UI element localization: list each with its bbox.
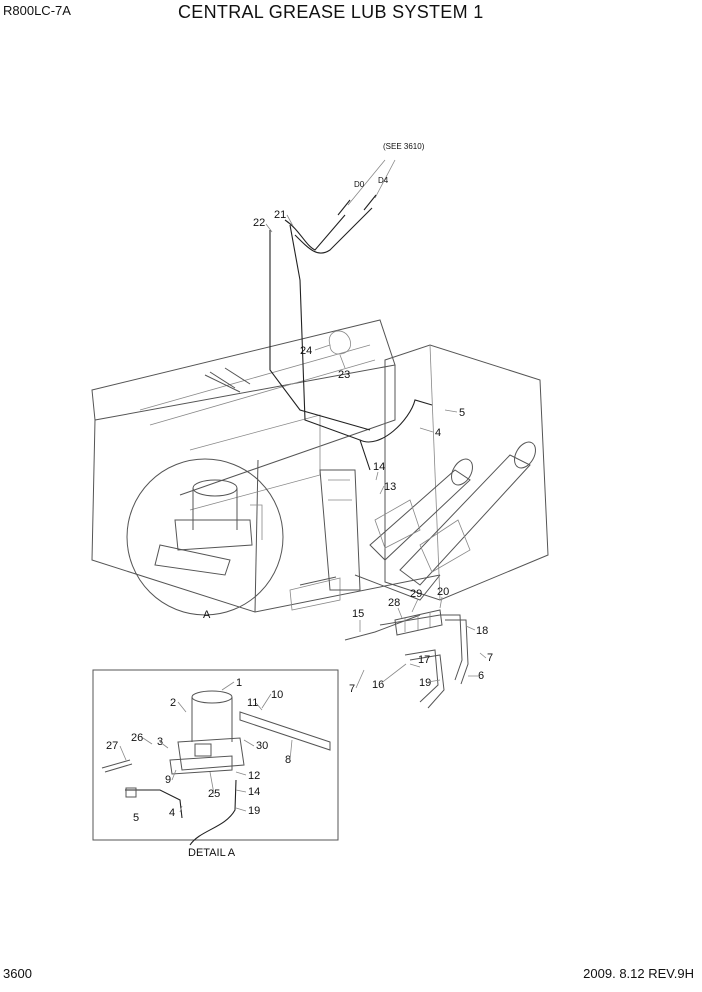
detail-callout-5: 5 bbox=[133, 812, 139, 824]
detail-callouts: 1 2 10 11 26 3 27 30 8 9 12 25 14 5 4 19 bbox=[106, 677, 293, 824]
detail-callout-25: 25 bbox=[208, 788, 220, 800]
detail-callout-10: 10 bbox=[271, 689, 283, 701]
callout-7-right: 7 bbox=[487, 652, 493, 664]
detail-callout-9: 9 bbox=[165, 774, 171, 786]
see-reference: (SEE 3610) bbox=[383, 142, 425, 151]
distributor-block bbox=[394, 609, 443, 636]
callout-7-left: 7 bbox=[349, 683, 355, 695]
callout-14: 14 bbox=[373, 461, 385, 473]
detail-a-box: DETAIL A bbox=[92, 669, 339, 859]
callout-4: 4 bbox=[435, 427, 441, 439]
callout-21: 21 bbox=[274, 209, 286, 221]
revision-date: 2009. 8.12 REV.9H bbox=[583, 966, 694, 981]
callout-24: 24 bbox=[300, 345, 312, 357]
callout-29: 29 bbox=[410, 588, 422, 600]
detail-callout-2: 2 bbox=[170, 697, 176, 709]
detail-caption: DETAIL A bbox=[188, 847, 236, 859]
callout-20: 20 bbox=[437, 586, 449, 598]
detail-callout-11: 11 bbox=[247, 697, 258, 709]
callout-22: 22 bbox=[253, 217, 265, 229]
callout-18: 18 bbox=[476, 625, 488, 637]
model-code: R800LC-7A bbox=[3, 3, 71, 18]
callout-23: 23 bbox=[338, 369, 350, 381]
detail-callout-1: 1 bbox=[236, 677, 242, 689]
callout-5: 5 bbox=[459, 407, 465, 419]
port-label-d4: D4 bbox=[378, 176, 389, 185]
detail-callout-8: 8 bbox=[285, 754, 291, 766]
detail-marker-label: A bbox=[203, 609, 211, 621]
detail-callout-26: 26 bbox=[131, 732, 143, 744]
main-callouts: 22 21 24 23 5 4 14 13 15 28 29 20 18 7 1… bbox=[253, 209, 493, 695]
boom-side-panel bbox=[384, 344, 549, 601]
detail-circle-a: A bbox=[126, 458, 284, 621]
callout-28: 28 bbox=[388, 597, 400, 609]
callout-16: 16 bbox=[372, 679, 384, 691]
detail-callout-4: 4 bbox=[169, 807, 175, 819]
callout-13: 13 bbox=[384, 481, 396, 493]
page-title: CENTRAL GREASE LUB SYSTEM 1 bbox=[178, 2, 484, 22]
callout-6: 6 bbox=[478, 670, 484, 682]
reference-group: (SEE 3610) D0 D4 bbox=[337, 142, 425, 216]
page-number: 3600 bbox=[3, 966, 32, 981]
detail-callout-27: 27 bbox=[106, 740, 118, 752]
port-label-d0: D0 bbox=[354, 180, 365, 189]
callout-17: 17 bbox=[418, 654, 430, 666]
detail-callout-14: 14 bbox=[248, 786, 260, 798]
detail-callout-19: 19 bbox=[248, 805, 260, 817]
upper-structure-outline bbox=[91, 319, 441, 613]
boom-cylinders bbox=[354, 441, 536, 601]
detail-callout-12: 12 bbox=[248, 770, 260, 782]
callout-15: 15 bbox=[352, 608, 364, 620]
hose-lines bbox=[269, 207, 469, 709]
detail-callout-30: 30 bbox=[256, 740, 268, 752]
callout-19: 19 bbox=[419, 677, 431, 689]
